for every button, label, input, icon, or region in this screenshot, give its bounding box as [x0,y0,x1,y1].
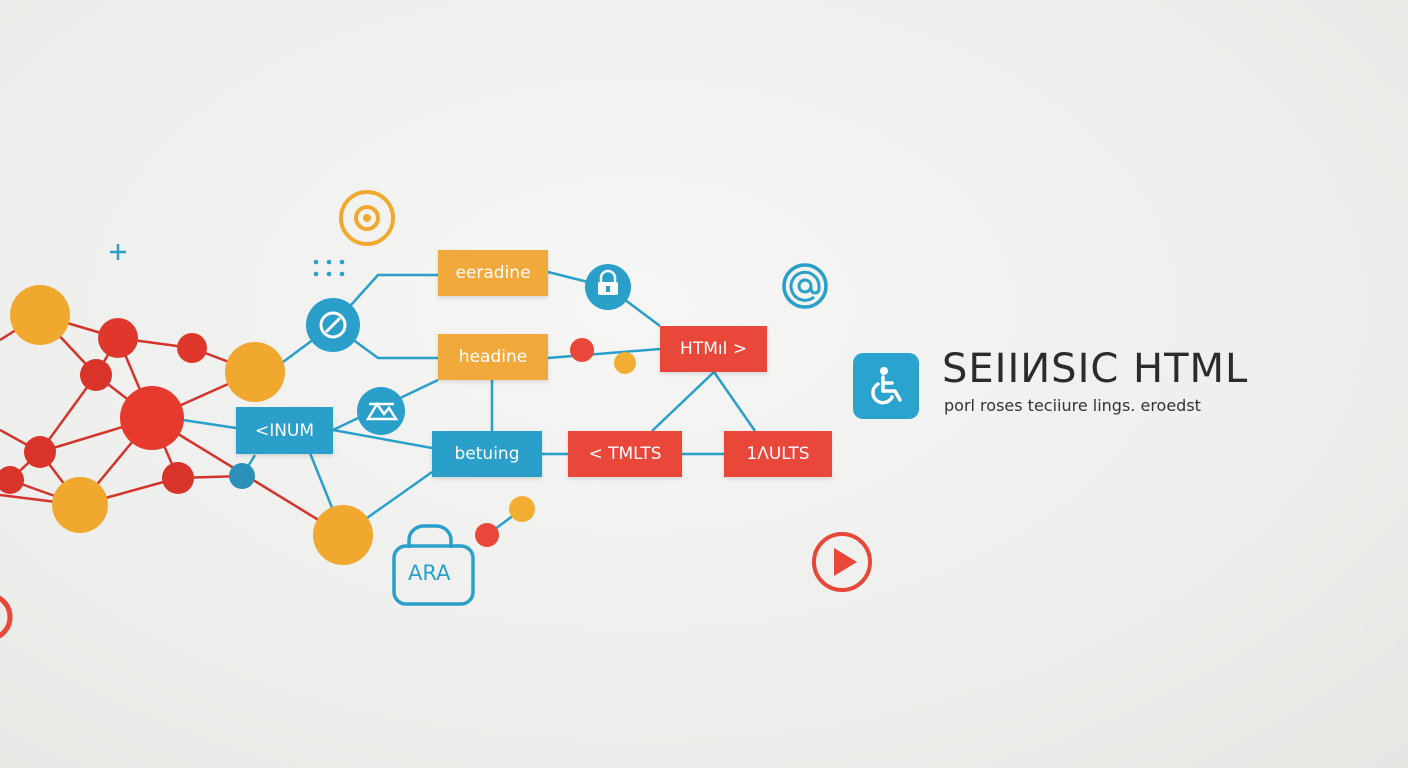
eye-icon [339,190,395,246]
lock-label: ARA [408,561,451,585]
at-icon [782,263,828,309]
orange-bubbles [10,285,636,565]
node-headine: headine [438,334,548,380]
connector-lines [182,270,757,537]
ring-fragment [0,595,13,639]
page-subtitle: porl roses teciiure lings. eroedst [944,396,1201,415]
wheelchair-icon [871,367,902,405]
node-tmlts: < TMLTS [568,431,682,477]
accessibility-icon [853,353,919,419]
lock-icon [585,264,631,310]
node-eeradine: eeradine [438,250,548,296]
red-bubbles [0,318,594,547]
dots-icon [313,259,345,277]
node-betuing: betuing [432,431,542,477]
node-inum: <INUM [236,407,333,454]
target-icon [306,298,360,352]
node-iultis: 1ΛULTS [724,431,832,477]
blue-bubble [229,463,255,489]
node-html: HTMıl > [660,326,767,372]
play-icon [812,532,872,592]
plus-icon [110,244,126,260]
padlock-icon [392,524,475,606]
page-title: SEIIИSIC HTML [942,346,1249,392]
mountain-icon [357,387,405,435]
